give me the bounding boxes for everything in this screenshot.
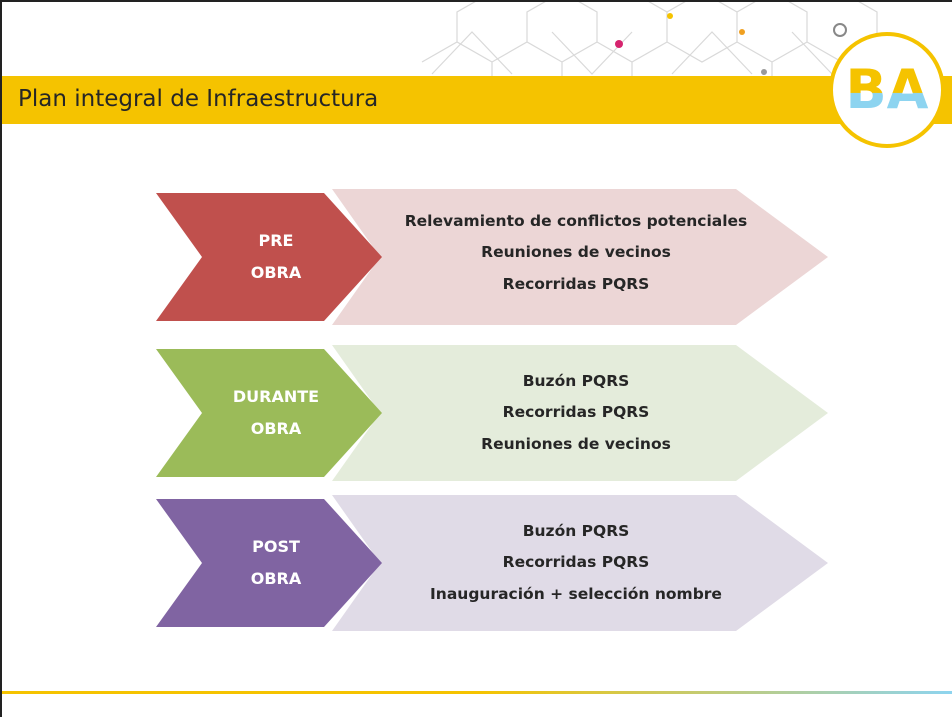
ba-logo-text: BA — [846, 60, 929, 116]
page-title: Plan integral de Infraestructura — [18, 86, 379, 112]
durante-obra-item: Recorridas PQRS — [502, 403, 650, 422]
stage-durante-obra: DURANTE OBRA Buzón PQRS Recorridas PQRS … — [156, 345, 828, 481]
ba-logo: BA — [829, 32, 945, 148]
post-obra-chevron — [156, 499, 382, 627]
pre-obra-item: Reuniones de vecinos — [481, 243, 671, 262]
post-obra-label-line1: POST — [252, 537, 300, 556]
durante-obra-label-line1: DURANTE — [232, 387, 320, 406]
post-obra-item: Inauguración + selección nombre — [430, 584, 722, 603]
decor-dot-orange — [739, 29, 745, 35]
post-obra-panel — [332, 495, 828, 631]
stage-pre-obra: PRE OBRA Relevamiento de conflictos pote… — [156, 189, 828, 325]
hexagon-pattern-decoration — [421, 2, 878, 82]
durante-obra-item: Buzón PQRS — [522, 371, 630, 390]
pre-obra-label-line2: OBRA — [250, 263, 302, 282]
post-obra-item: Buzón PQRS — [522, 521, 630, 540]
decor-dot-magenta — [615, 40, 623, 48]
stage-post-obra: POST OBRA Buzón PQRS Recorridas PQRS Ina… — [156, 495, 828, 631]
durante-obra-panel — [332, 345, 828, 481]
pre-obra-label-line1: PRE — [258, 231, 294, 250]
pre-obra-item: Recorridas PQRS — [502, 274, 650, 293]
pre-obra-panel — [332, 189, 828, 325]
footer-divider — [2, 691, 952, 694]
durante-obra-chevron — [156, 349, 382, 477]
decor-dot-grey — [761, 69, 767, 75]
durante-obra-item: Reuniones de vecinos — [481, 434, 671, 453]
decor-dot-yellow — [667, 13, 673, 19]
decor-ring — [833, 23, 847, 37]
pre-obra-item: Relevamiento de conflictos potenciales — [404, 211, 748, 230]
durante-obra-label-line2: OBRA — [250, 419, 302, 438]
post-obra-label-line2: OBRA — [250, 569, 302, 588]
title-bar — [2, 76, 952, 124]
post-obra-item: Recorridas PQRS — [502, 553, 650, 572]
pre-obra-chevron — [156, 193, 382, 321]
